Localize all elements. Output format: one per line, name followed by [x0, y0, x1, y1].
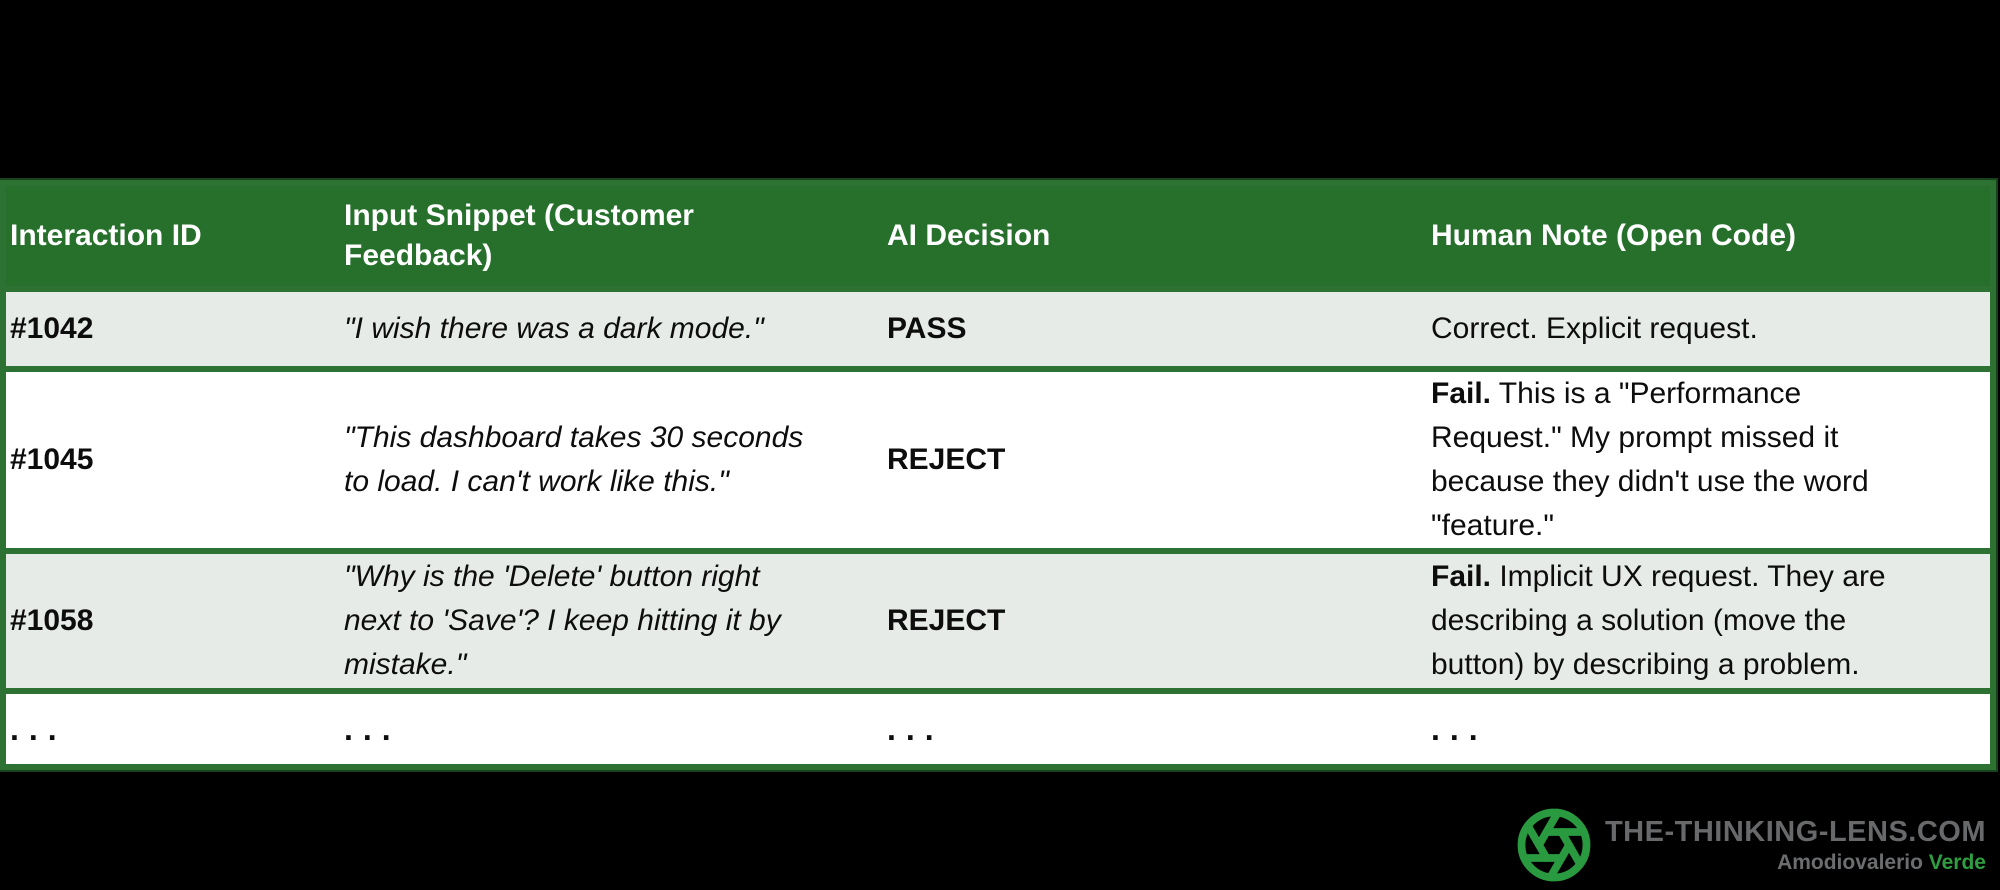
note-bold-prefix: Fail.	[1431, 377, 1492, 410]
table-row: #1058 "Why is the 'Delete' button right …	[6, 548, 1990, 691]
cell-input-snippet-ellipsis: ...	[344, 688, 887, 764]
table-row: #1042 "I wish there was a dark mode." PA…	[6, 286, 1990, 369]
note-text: Implicit UX request. They are	[1491, 560, 1886, 593]
snippet-line: to load. I can't work like this."	[344, 465, 729, 498]
cell-ai-decision: REJECT	[887, 366, 1431, 551]
table-row: #1045 "This dashboard takes 30 seconds t…	[6, 366, 1990, 551]
note-line: Fail. This is a "Performance	[1431, 372, 1982, 416]
table-header-row: Interaction ID Input Snippet (Customer F…	[6, 186, 1990, 289]
header-human-note: Human Note (Open Code)	[1431, 186, 1990, 289]
snippet-line: next to 'Save'? I keep hitting it by	[344, 604, 781, 637]
cell-input-snippet: "I wish there was a dark mode."	[344, 286, 887, 369]
header-input-snippet-line1: Input Snippet (Customer	[344, 199, 694, 232]
cell-human-note: Fail. This is a "Performance Request." M…	[1431, 366, 1990, 551]
note-line: because they didn't use the word	[1431, 465, 1869, 498]
cell-human-note: Fail. Implicit UX request. They are desc…	[1431, 548, 1990, 691]
cell-human-note-ellipsis: ...	[1431, 688, 1990, 764]
brand-text-block: THE-THINKING-LENS.COM Amodiovalerio Verd…	[1605, 816, 1986, 875]
cell-interaction-id-ellipsis: ...	[6, 688, 344, 764]
header-input-snippet-line2: Feedback)	[344, 239, 493, 272]
cell-interaction-id: #1045	[6, 366, 344, 551]
note-line: Fail. Implicit UX request. They are	[1431, 555, 1982, 599]
snippet-line: "Why is the 'Delete' button right	[344, 560, 760, 593]
note-line: "feature."	[1431, 509, 1555, 542]
brand-footer: THE-THINKING-LENS.COM Amodiovalerio Verd…	[1515, 806, 1986, 884]
cell-human-note: Correct. Explicit request.	[1431, 286, 1990, 369]
note-line: describing a solution (move the	[1431, 604, 1847, 637]
brand-title: THE-THINKING-LENS.COM	[1604, 815, 1986, 848]
table-row-ellipsis: ... ... ... ...	[6, 688, 1990, 764]
byline-name: Amodiovalerio	[1777, 850, 1923, 874]
snippet-line: mistake."	[344, 648, 467, 681]
note-bold-prefix: Fail.	[1431, 560, 1492, 593]
note-line: button) by describing a problem.	[1431, 648, 1860, 681]
note-text: This is a "Performance	[1491, 377, 1802, 410]
header-interaction-id: Interaction ID	[6, 186, 344, 289]
cell-input-snippet: "Why is the 'Delete' button right next t…	[344, 548, 887, 691]
feedback-review-table: Interaction ID Input Snippet (Customer F…	[0, 178, 1998, 772]
header-input-snippet: Input Snippet (Customer Feedback)	[344, 186, 887, 289]
cell-input-snippet: "This dashboard takes 30 seconds to load…	[344, 366, 887, 551]
header-ai-decision: AI Decision	[887, 186, 1431, 289]
note-text: Correct. Explicit request.	[1431, 312, 1758, 345]
note-line: Request." My prompt missed it	[1431, 421, 1839, 454]
cell-interaction-id: #1058	[6, 548, 344, 691]
snippet-line: "This dashboard takes 30 seconds	[344, 421, 804, 454]
cell-ai-decision: PASS	[887, 286, 1431, 369]
cell-ai-decision: REJECT	[887, 548, 1431, 691]
cell-ai-decision-ellipsis: ...	[887, 688, 1431, 764]
cell-interaction-id: #1042	[6, 286, 344, 369]
aperture-lens-icon	[1517, 808, 1591, 882]
byline-surname: Verde	[1928, 850, 1986, 874]
brand-byline: Amodiovalerio Verde	[1777, 851, 1986, 875]
